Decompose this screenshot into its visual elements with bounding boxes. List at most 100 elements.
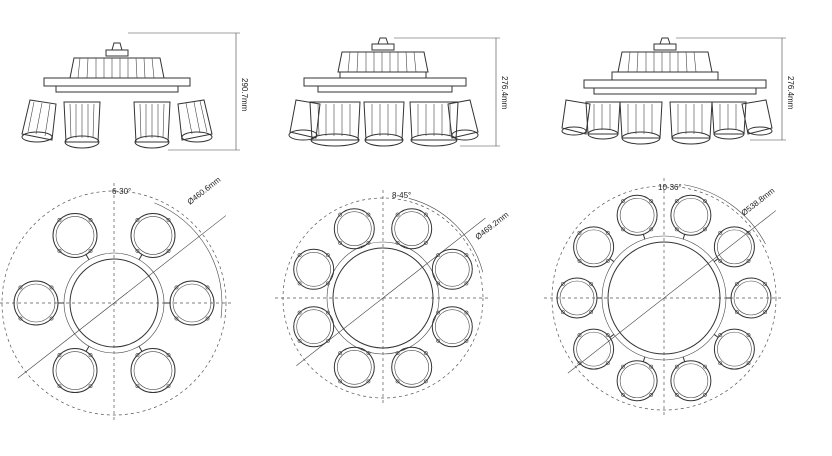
diameter-dimension-label: Ø460.6mm [186,175,223,207]
bolt [49,285,54,290]
lamp-lens [296,251,332,287]
bolt [49,316,54,321]
lamp-module [293,306,335,348]
bolt [338,240,343,245]
bolt [88,353,93,357]
lamp-lens [336,349,372,385]
bolt [325,338,330,343]
top-view-2 [275,190,491,406]
bolt [577,259,582,263]
bolt [57,353,62,357]
bolt [734,281,739,286]
bolt [325,281,330,286]
lamp-module [13,280,59,326]
bolt [649,392,654,397]
lamp-module [713,328,755,370]
lamp-lens [133,216,173,255]
bolt [621,199,625,204]
bolt [297,338,302,343]
bolt [718,259,723,263]
lamp-lens [673,363,709,399]
lamp-lens [434,251,470,287]
bolt [325,310,330,315]
bolt [746,333,751,337]
mounting-arm [609,258,615,262]
bolt [57,217,62,222]
bolt [436,338,441,343]
lamp-lens [16,283,56,323]
bolt [718,230,723,235]
bolt [423,212,428,217]
lamp-module [670,194,712,236]
angle-dimension-arc [683,184,766,245]
lamp-module [556,277,598,319]
mounting-arm [138,346,143,352]
bolt [166,217,171,222]
bolt [423,351,428,356]
mounting-arm [642,356,646,362]
height-dimension-label: 276.4mm [500,76,509,110]
lamp-lens [55,351,95,390]
bolt [577,361,582,366]
hub-ring [332,247,434,349]
mounting-arm [682,234,686,240]
diameter-dimension-line [17,215,227,379]
bolt [703,199,707,204]
lamp-lens [434,309,470,345]
lamp-lens [576,331,611,367]
outer-diameter-circle [551,185,777,411]
bolt [621,364,625,369]
diameter-dimension-line [567,210,777,374]
bolt [57,249,62,253]
bolt [338,379,343,384]
bolt [436,310,441,315]
mounting-arm [642,234,646,240]
diameter-dimension-label: Ø538.8mm [740,186,777,218]
bolt [395,240,400,245]
bolt [589,310,594,315]
bolt [649,364,654,369]
bolt [746,361,751,366]
bolt [649,199,654,204]
lamp-module [130,348,176,394]
mounting-arm [713,334,719,338]
height-dimension-label: 290.7mm [240,78,249,112]
angle-dimension-label: 8-45° [392,191,411,200]
bolt [560,310,565,315]
outer-diameter-circle [1,190,227,416]
lamp-lens [172,283,212,323]
lamp-lens [133,351,173,390]
lamp-module [333,208,375,250]
lamp-lens [55,216,95,255]
lamp-module [391,208,433,250]
bolt [57,384,62,389]
diameter-dimension-label: Ø469.2mm [474,210,511,242]
lamp-module [431,248,473,290]
bolt [763,281,768,286]
lamp-module [431,306,473,348]
bolt [423,379,428,384]
side-view-3: 276.4mm [561,37,795,145]
hub-ring-outer [326,241,440,355]
bolt [674,392,679,397]
lamp-lens [576,229,611,265]
bolt [423,240,428,245]
lamp-module [333,346,375,388]
side-view-1: 290.7mm [21,32,249,151]
bolt [621,227,625,232]
lamp-lens [394,349,430,385]
bolt [297,310,302,315]
lamp-lens [619,363,655,399]
lamp-lens [394,211,430,247]
lamp-module [52,212,98,258]
height-dimension-label: 276.4mm [786,76,795,110]
bolt [174,285,179,290]
mounting-arm [682,356,686,362]
bolt [560,281,565,286]
mounting-arm [85,346,90,352]
bolt [135,384,140,389]
bolt [205,285,210,290]
lamp-module [730,277,772,319]
bolt [746,230,751,235]
